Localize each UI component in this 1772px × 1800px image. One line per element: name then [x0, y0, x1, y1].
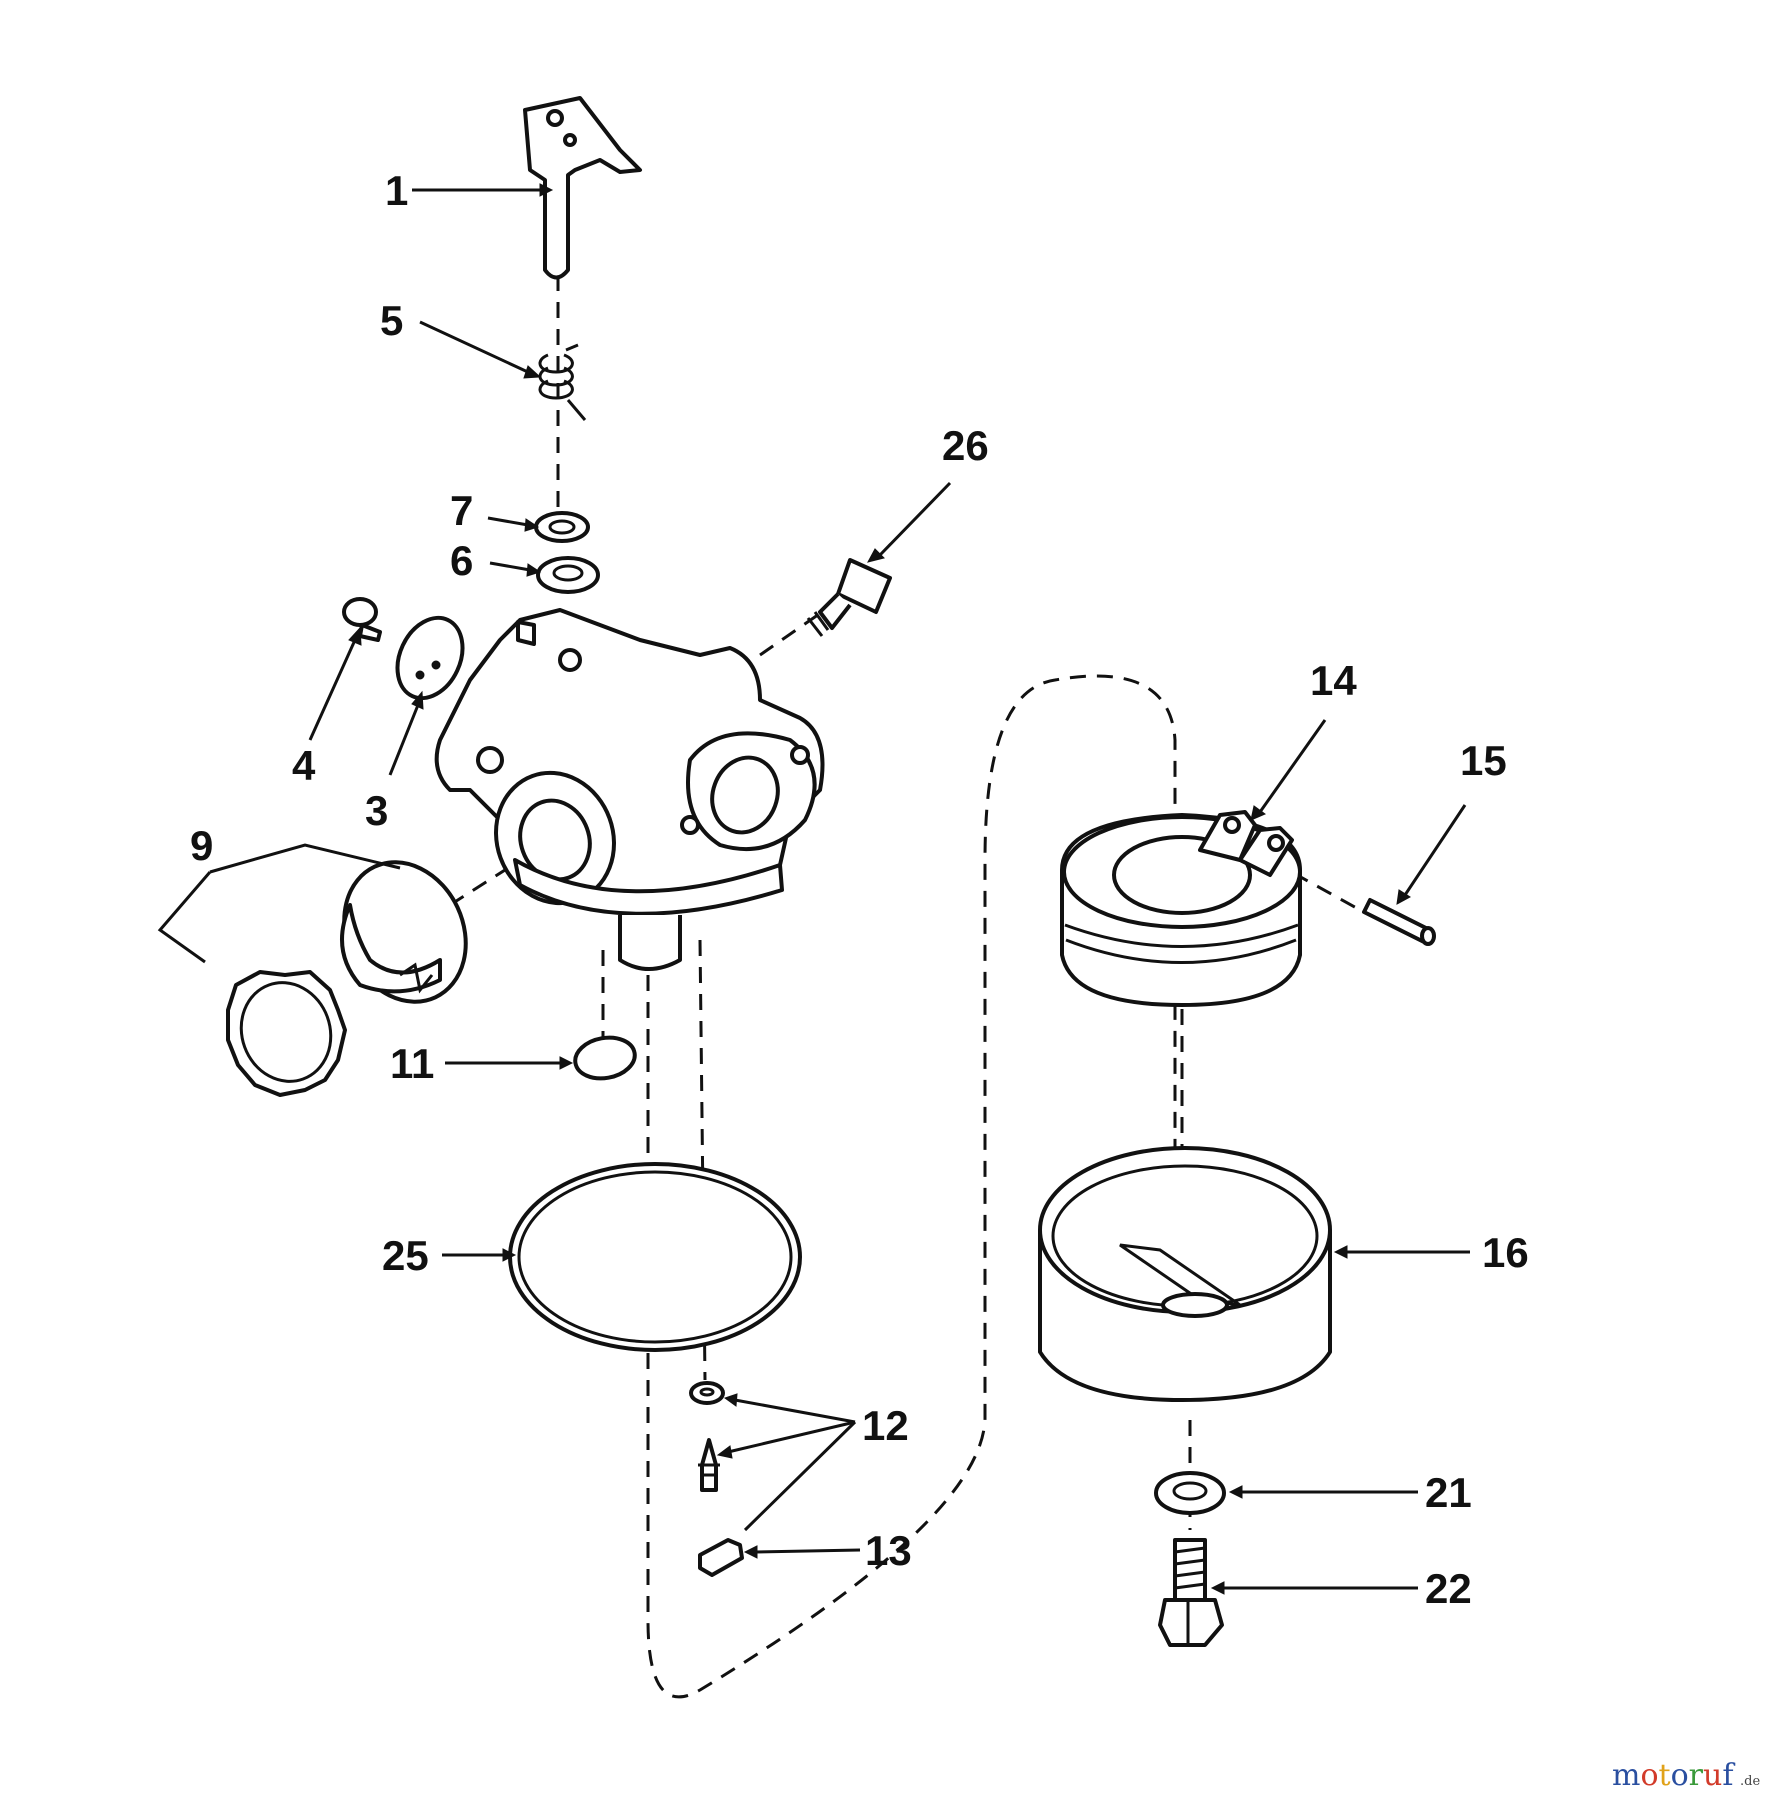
part-1-throttle-shaft — [523, 96, 642, 280]
label-13: 13 — [865, 1527, 912, 1574]
part-4-screw — [342, 597, 382, 642]
label-12: 12 — [862, 1402, 909, 1449]
part-22-bolt — [1158, 1538, 1224, 1647]
part-13-clip — [698, 1538, 744, 1577]
watermark-letter: m — [1612, 1758, 1640, 1793]
part-6-seal — [536, 556, 600, 594]
carburetor-body — [434, 608, 825, 971]
part-25-gasket — [508, 1162, 802, 1352]
watermark-letter: o — [1671, 1758, 1689, 1793]
label-3: 3 — [365, 787, 388, 834]
part-16-float-bowl — [1038, 1146, 1332, 1402]
label-4: 4 — [292, 742, 316, 789]
label-5: 5 — [380, 297, 403, 344]
watermark-logo: motoruf .de — [1612, 1758, 1760, 1793]
label-21: 21 — [1425, 1469, 1472, 1516]
label-22: 22 — [1425, 1565, 1472, 1612]
watermark-letter: r — [1689, 1758, 1704, 1793]
part-11-plug — [573, 1035, 637, 1081]
part-14-float — [1060, 810, 1302, 1007]
part-5-spring — [538, 343, 587, 421]
label-6: 6 — [450, 537, 473, 584]
watermark-letter: o — [1640, 1758, 1658, 1793]
leader-lines — [157, 183, 1470, 1595]
label-14: 14 — [1310, 657, 1357, 704]
part-9-primer-assembly — [226, 860, 468, 1097]
part-12-needle-valve — [689, 1381, 725, 1492]
part-3-plate — [395, 615, 465, 701]
label-1: 1 — [385, 167, 408, 214]
label-16: 16 — [1482, 1229, 1529, 1276]
label-11: 11 — [390, 1040, 434, 1087]
part-15-hinge-pin — [1362, 898, 1436, 946]
callout-labels: 1 5 7 6 26 4 3 9 11 25 12 13 14 15 16 21… — [190, 167, 1529, 1612]
label-15: 15 — [1460, 737, 1507, 784]
label-25: 25 — [382, 1232, 429, 1279]
watermark-letter: f — [1722, 1758, 1735, 1793]
part-21-washer — [1154, 1471, 1226, 1515]
label-7: 7 — [450, 487, 473, 534]
part-26-fitting — [806, 558, 892, 637]
label-9: 9 — [190, 822, 213, 869]
label-26: 26 — [942, 422, 989, 469]
watermark-letter: u — [1703, 1758, 1722, 1793]
watermark-letter: t — [1659, 1758, 1671, 1793]
watermark-suffix: .de — [1740, 1774, 1760, 1789]
part-7-seal — [534, 511, 590, 543]
watermark-text: motoruf — [1612, 1758, 1735, 1793]
